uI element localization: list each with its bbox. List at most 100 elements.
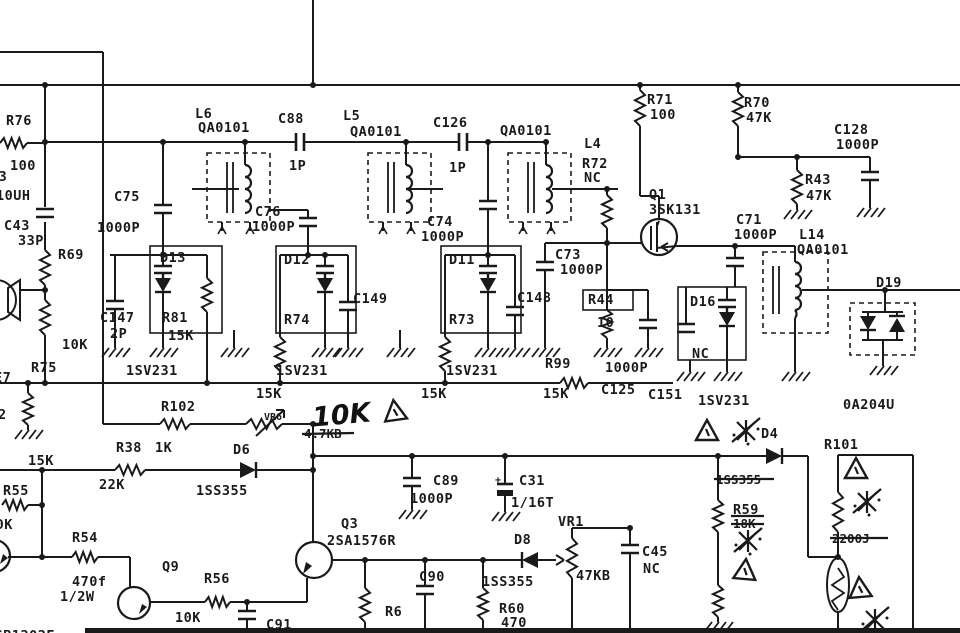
label-r70-value: 47K bbox=[746, 110, 772, 126]
label-l4: L4 bbox=[584, 136, 601, 152]
label-left-cut-b: 2 bbox=[0, 407, 7, 423]
label-c90: C90 bbox=[419, 569, 445, 585]
label-left-cut-a: E7 bbox=[0, 370, 11, 386]
label-vr1: VR1 bbox=[558, 514, 584, 530]
label-r54-watt: 1/2W bbox=[60, 589, 95, 605]
label-d11-part: 1SV231 bbox=[446, 363, 498, 379]
label-c91: C91 bbox=[266, 617, 292, 633]
label-c126-value: 1P bbox=[449, 160, 466, 176]
label-r43-value: 47K bbox=[806, 188, 832, 204]
label-c31-polarity: + bbox=[495, 475, 501, 486]
label-c89-value: 1000P bbox=[410, 491, 453, 507]
label-r76-value: 100 bbox=[10, 158, 36, 174]
label-d6: D6 bbox=[233, 442, 250, 458]
label-r59: R59 bbox=[733, 502, 759, 518]
label-d11: D11 bbox=[449, 252, 475, 268]
label-r38-value: 1K bbox=[155, 440, 173, 456]
label-r54: R54 bbox=[72, 530, 98, 546]
label-c73: C73 bbox=[555, 247, 581, 263]
label-r38-value2: 22K bbox=[99, 477, 125, 493]
label-r60: R60 bbox=[499, 601, 525, 617]
label-l3-value: 10UH bbox=[0, 188, 31, 204]
label-speaker-resistor-value: 10K bbox=[62, 337, 88, 353]
label-l5: L5 bbox=[343, 108, 360, 124]
label-r38: R38 bbox=[116, 440, 142, 456]
label-r44-value: 10 bbox=[597, 315, 614, 331]
label-c45: C45 bbox=[642, 544, 668, 560]
label-r74: R74 bbox=[284, 312, 310, 328]
label-r56-value: 10K bbox=[175, 610, 201, 626]
label-c148: C148 bbox=[517, 290, 552, 306]
label-r55: R55 bbox=[3, 483, 29, 499]
crossed-out-d4-part: 1SS355 bbox=[716, 472, 761, 487]
label-r101: R101 bbox=[824, 437, 859, 453]
handwritten-10k-annotation: 10K bbox=[311, 397, 374, 433]
label-r60-value: 470 bbox=[501, 615, 527, 631]
label-d16-part: 1SV231 bbox=[698, 393, 750, 409]
label-c73-value: 1000P bbox=[560, 262, 603, 278]
label-c88-value: 1P bbox=[289, 158, 306, 174]
label-r44: R44 bbox=[588, 292, 614, 308]
label-c43: C43 bbox=[4, 218, 30, 234]
label-r81-value: 15K bbox=[168, 328, 194, 344]
label-c43-value: 33P bbox=[18, 233, 44, 249]
label-r6-value: 100K bbox=[349, 630, 384, 633]
label-c149: C149 bbox=[353, 291, 388, 307]
label-c76: C76 bbox=[255, 204, 281, 220]
label-r73-value: 15K bbox=[421, 386, 447, 402]
label-l6-part: QA0101 bbox=[198, 120, 250, 136]
label-c74: C74 bbox=[427, 214, 453, 230]
label-d16-nc: NC bbox=[692, 346, 709, 362]
label-d16: D16 bbox=[690, 294, 716, 310]
label-c31: C31 bbox=[519, 473, 545, 489]
label-vr1-value: 47KB bbox=[576, 568, 611, 584]
label-q3-part: 2SA1576R bbox=[327, 533, 396, 549]
label-r102: R102 bbox=[161, 399, 196, 415]
label-q3: Q3 bbox=[341, 516, 358, 532]
label-d19-part: 0A204U bbox=[843, 397, 895, 413]
label-l3: L3 bbox=[0, 169, 7, 185]
label-c71-value: 1000P bbox=[734, 227, 777, 243]
label-c126: C126 bbox=[433, 115, 468, 131]
label-c89: C89 bbox=[433, 473, 459, 489]
label-r70: R70 bbox=[744, 95, 770, 111]
label-l14: L14 bbox=[799, 227, 825, 243]
crossed-out-r59-value: 18K bbox=[733, 516, 756, 531]
label-q9-part: 2SB1202E bbox=[0, 628, 55, 633]
label-c125-value: 1000P bbox=[605, 360, 648, 376]
label-r69: R69 bbox=[58, 247, 84, 263]
label-c147-value: 2P bbox=[110, 326, 127, 342]
label-d12-part: 1SV231 bbox=[276, 363, 328, 379]
label-r6: R6 bbox=[385, 604, 402, 620]
label-q1-part: 3SK131 bbox=[649, 202, 701, 218]
label-d13: D13 bbox=[160, 250, 186, 266]
label-d8: D8 bbox=[514, 532, 531, 548]
handwritten-annotations: 10K 4.7KB 1SS355 18K 2200J bbox=[304, 397, 870, 546]
label-c45-nc: NC bbox=[643, 561, 660, 577]
crossed-out-pot-value: 4.7KB bbox=[304, 426, 342, 441]
label-d13-part: 1SV231 bbox=[126, 363, 178, 379]
label-c88: C88 bbox=[278, 111, 304, 127]
label-d8-part: 1SS355 bbox=[482, 574, 534, 590]
label-l5-part: QA0101 bbox=[350, 124, 402, 140]
label-d12: D12 bbox=[284, 252, 310, 268]
label-r99-value: 15K bbox=[543, 386, 569, 402]
label-r73: R73 bbox=[449, 312, 475, 328]
label-r81: R81 bbox=[162, 310, 188, 326]
label-r99: R99 bbox=[545, 356, 571, 372]
label-l14-part: QA0101 bbox=[797, 242, 849, 258]
label-c74-value: 1000P bbox=[421, 229, 464, 245]
label-q1: Q1 bbox=[649, 187, 666, 203]
label-r54-value: 470f bbox=[72, 574, 107, 590]
label-r43: R43 bbox=[805, 172, 831, 188]
label-c125: C125 bbox=[601, 382, 636, 398]
label-l6: L6 bbox=[195, 106, 212, 122]
label-d6-part: 1SS355 bbox=[196, 483, 248, 499]
label-d4: D4 bbox=[761, 426, 778, 442]
label-r74-value: 15K bbox=[256, 386, 282, 402]
label-r71-value: 100 bbox=[650, 107, 676, 123]
label-r72-nc: NC bbox=[584, 170, 601, 186]
